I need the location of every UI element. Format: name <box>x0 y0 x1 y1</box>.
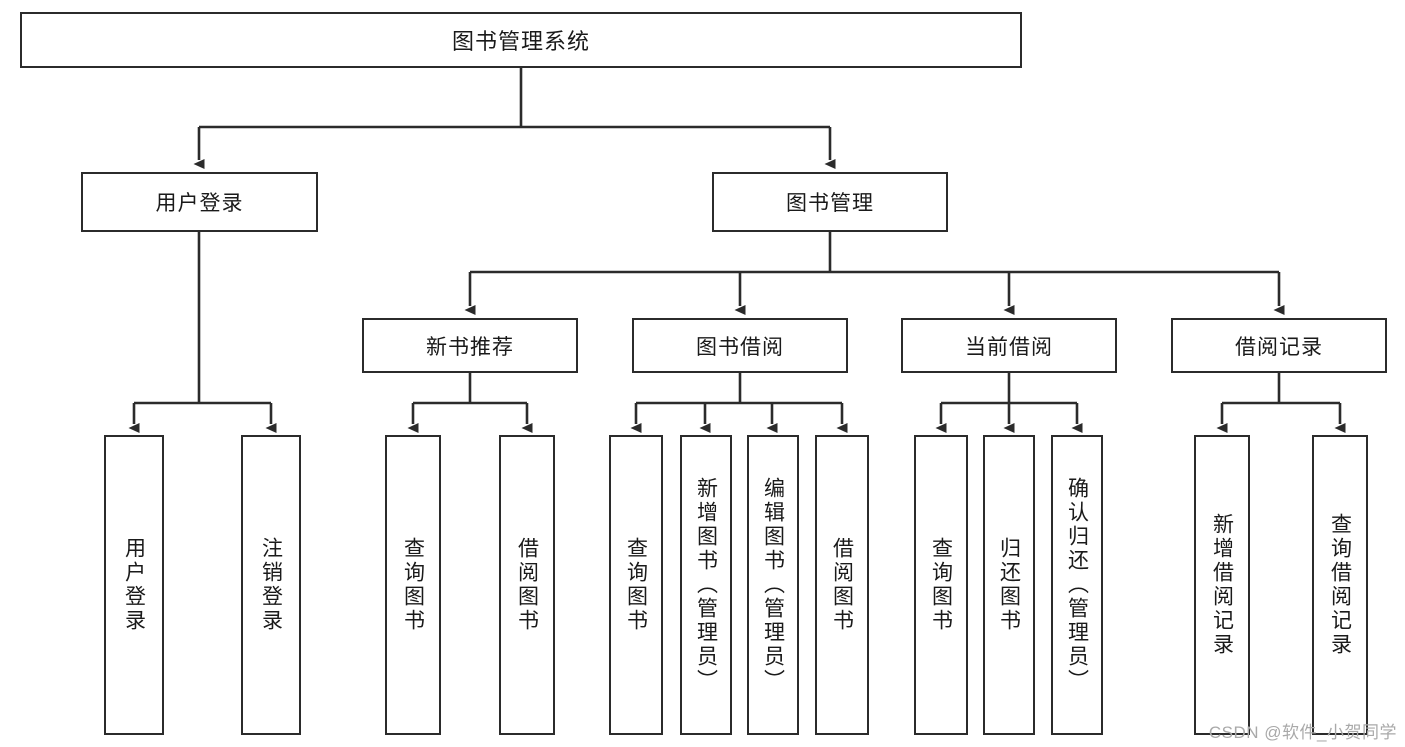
leaf-user-login[interactable]: 用户登录 <box>104 435 164 735</box>
leaf-borrow-book-2-label: 借阅图书 <box>830 537 854 633</box>
leaf-edit-book-label: 编辑图书（管理员） <box>761 477 785 693</box>
leaf-query-book-2-label: 查询图书 <box>624 537 648 633</box>
leaf-query-book-3[interactable]: 查询图书 <box>914 435 968 735</box>
leaf-add-book-label: 新增图书（管理员） <box>694 477 718 693</box>
node-book-borrow-label: 图书借阅 <box>696 335 784 359</box>
leaf-confirm-return[interactable]: 确认归还（管理员） <box>1051 435 1103 735</box>
node-borrow-record[interactable]: 借阅记录 <box>1171 318 1387 373</box>
leaf-add-record[interactable]: 新增借阅记录 <box>1194 435 1250 735</box>
leaf-borrow-book-2[interactable]: 借阅图书 <box>815 435 869 735</box>
node-root-label: 图书管理系统 <box>451 29 590 54</box>
node-current-borrow-label: 当前借阅 <box>965 335 1053 359</box>
leaf-query-record-label: 查询借阅记录 <box>1328 513 1352 657</box>
leaf-query-book-1[interactable]: 查询图书 <box>385 435 441 735</box>
node-book-manage-label: 图书管理 <box>786 192 874 215</box>
node-book-borrow[interactable]: 图书借阅 <box>632 318 848 373</box>
node-current-borrow[interactable]: 当前借阅 <box>901 318 1117 373</box>
leaf-borrow-book-1-label: 借阅图书 <box>515 537 539 633</box>
leaf-user-login-label: 用户登录 <box>122 537 146 633</box>
leaf-confirm-return-label: 确认归还（管理员） <box>1065 477 1089 693</box>
leaf-borrow-book-1[interactable]: 借阅图书 <box>499 435 555 735</box>
leaf-query-record[interactable]: 查询借阅记录 <box>1312 435 1368 735</box>
leaf-add-book[interactable]: 新增图书（管理员） <box>680 435 732 735</box>
leaf-edit-book[interactable]: 编辑图书（管理员） <box>747 435 799 735</box>
node-new-book-rec-label: 新书推荐 <box>426 335 514 359</box>
node-user-login-label: 用户登录 <box>155 192 244 215</box>
leaf-return-book-label: 归还图书 <box>997 537 1021 633</box>
leaf-query-book-2[interactable]: 查询图书 <box>609 435 663 735</box>
node-borrow-record-label: 借阅记录 <box>1235 335 1323 359</box>
node-root[interactable]: 图书管理系统 <box>20 12 1022 68</box>
leaf-query-book-3-label: 查询图书 <box>929 537 953 633</box>
leaf-return-book[interactable]: 归还图书 <box>983 435 1035 735</box>
watermark: CSDN @软件_小贺同学 <box>1208 723 1397 742</box>
node-user-login[interactable]: 用户登录 <box>81 172 318 232</box>
leaf-query-book-1-label: 查询图书 <box>401 537 425 633</box>
node-book-manage[interactable]: 图书管理 <box>712 172 948 232</box>
leaf-logout[interactable]: 注销登录 <box>241 435 301 735</box>
leaf-add-record-label: 新增借阅记录 <box>1210 513 1234 657</box>
leaf-logout-label: 注销登录 <box>259 537 283 633</box>
node-new-book-rec[interactable]: 新书推荐 <box>362 318 578 373</box>
